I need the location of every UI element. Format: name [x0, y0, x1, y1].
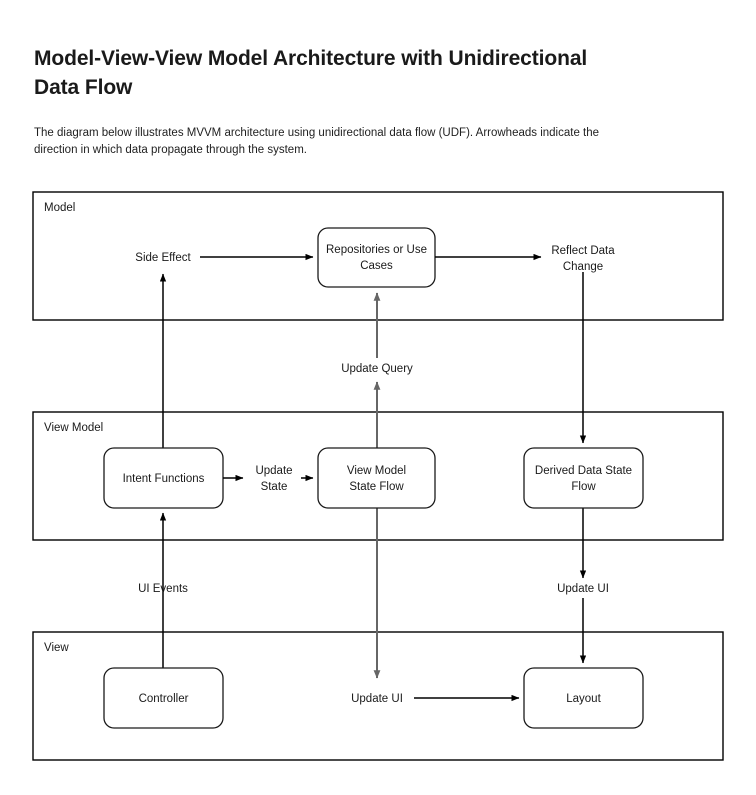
lane-label-view-model: View Model	[44, 422, 103, 434]
edge-label-update-ui-middle: Update UI	[351, 693, 403, 705]
edge-label-update-ui-right: Update UI	[557, 583, 609, 595]
edge-label-update-query: Update Query	[341, 363, 413, 375]
node-label-view-model-state-flow-line2: State Flow	[349, 481, 404, 493]
edge-label-update-state-line1: Update	[255, 465, 292, 477]
page-title: Model-View-View Model Architecture with …	[34, 47, 588, 99]
node-derived-data-state-flow[interactable]	[523, 447, 644, 509]
node-label-layout: Layout	[566, 693, 601, 705]
lane-label-view: View	[44, 642, 69, 654]
node-label-view-model-state-flow-line1: View Model	[347, 465, 406, 477]
node-label-derived-data-line2: Flow	[571, 481, 596, 493]
edge-label-reflect-data-change-line2: Change	[563, 261, 603, 273]
node-label-repositories-line2: Cases	[360, 260, 393, 272]
node-label-derived-data-line1: Derived Data State	[535, 465, 632, 477]
edge-label-update-state-line2: State	[261, 481, 288, 493]
node-label-repositories-line1: Repositories or Use	[326, 244, 427, 256]
edge-label-side-effect: Side Effect	[135, 252, 191, 264]
edge-label-ui-events: UI Events	[138, 583, 188, 595]
node-view-model-state-flow[interactable]	[317, 447, 436, 509]
lane-label-model: Model	[44, 202, 75, 214]
node-label-controller: Controller	[139, 693, 189, 705]
edge-label-reflect-data-change-line1: Reflect Data	[551, 245, 615, 257]
node-layout[interactable]	[523, 667, 644, 729]
node-label-intent-functions: Intent Functions	[123, 473, 205, 485]
node-repositories-or-use-cases[interactable]	[317, 227, 436, 288]
page-description: The diagram below illustrates MVVM archi…	[34, 127, 600, 156]
node-controller[interactable]	[103, 667, 224, 729]
